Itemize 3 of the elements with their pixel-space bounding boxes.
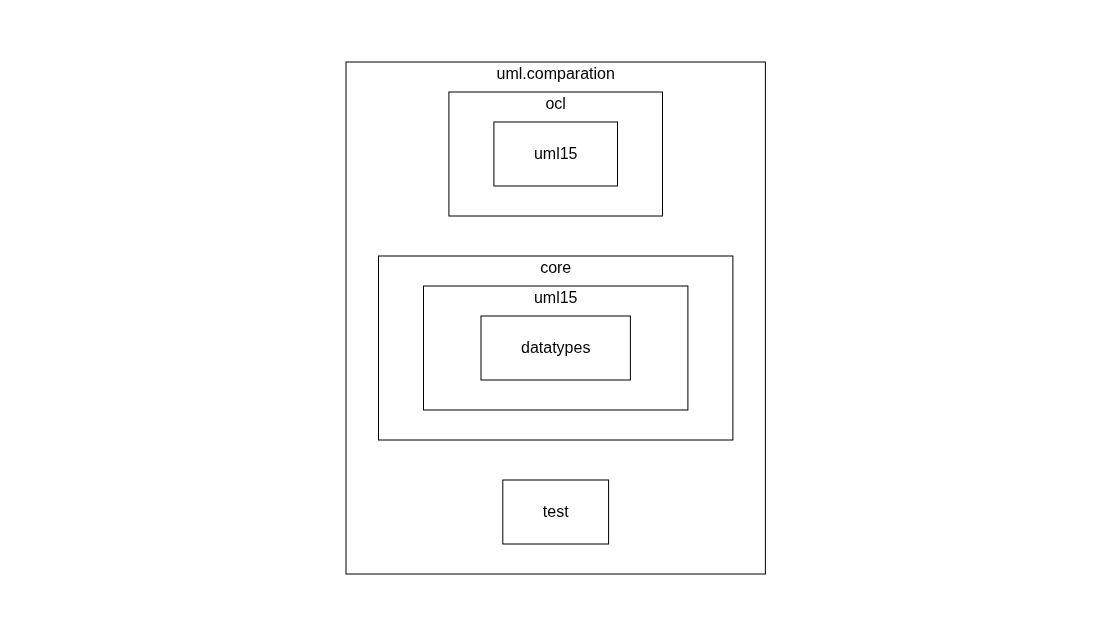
node-box: test: [502, 479, 610, 545]
node-box: uml15: [493, 121, 619, 187]
node-box: datatypes: [480, 315, 632, 381]
